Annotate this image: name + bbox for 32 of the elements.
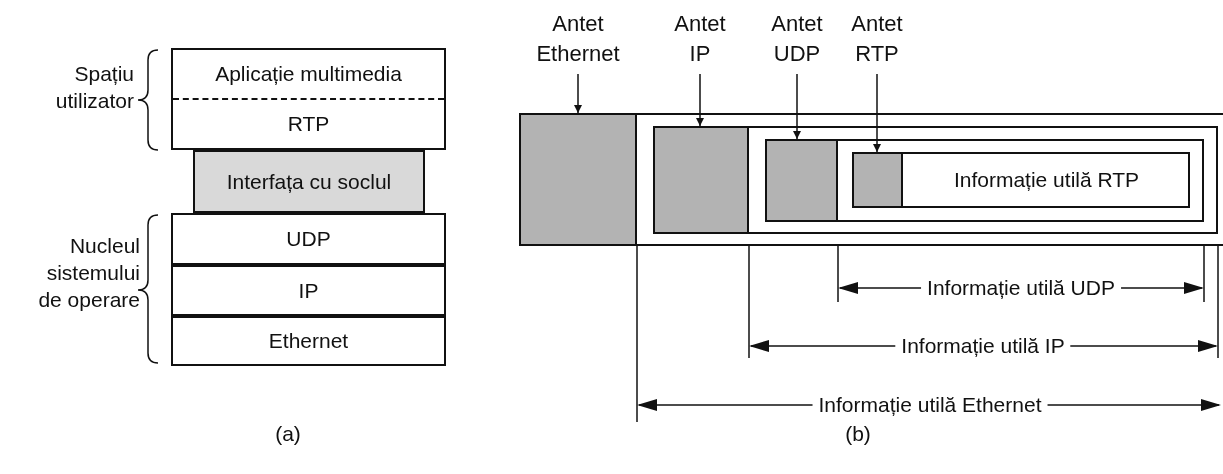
header-field bbox=[765, 139, 838, 222]
leader-arrow bbox=[696, 73, 704, 127]
payload-frame bbox=[852, 152, 1190, 208]
header-field bbox=[852, 152, 903, 208]
caption-text: Antet Ethernet bbox=[535, 10, 621, 68]
layer-label: Informație utilă RTP bbox=[953, 168, 1140, 192]
panel-label: (b) bbox=[844, 421, 872, 447]
brace-label: Nucleul sistemului de operare bbox=[37, 233, 140, 313]
protocol-layer-box bbox=[171, 213, 446, 265]
protocol-layer-box bbox=[171, 265, 446, 316]
layer-label: Interfața cu soclul bbox=[226, 169, 392, 194]
panel-label: (a) bbox=[274, 421, 302, 447]
leader-arrow bbox=[574, 73, 582, 114]
caption-text: Antet UDP bbox=[770, 10, 824, 68]
layer-label: Aplicație multimedia bbox=[215, 62, 402, 86]
packet-frame bbox=[653, 126, 1218, 234]
layer-label: RTP bbox=[287, 112, 330, 136]
caption-text: Antet RTP bbox=[850, 10, 904, 68]
caption-text: Antet IP bbox=[673, 10, 727, 68]
packet-frame bbox=[765, 139, 1204, 222]
packet-frame bbox=[519, 113, 1223, 246]
leader-arrow bbox=[793, 73, 801, 140]
header-field bbox=[519, 113, 637, 246]
layer-label: UDP bbox=[286, 227, 331, 251]
brace-label: Spațiu utilizator bbox=[54, 61, 134, 114]
layer-label: IP bbox=[298, 278, 319, 303]
header-field bbox=[653, 126, 749, 234]
protocol-layer-box bbox=[171, 48, 446, 150]
socket-interface-box bbox=[193, 150, 425, 213]
leader-arrow bbox=[873, 73, 881, 153]
layer-label: Ethernet bbox=[268, 329, 349, 353]
protocol-layer-box bbox=[171, 316, 446, 366]
